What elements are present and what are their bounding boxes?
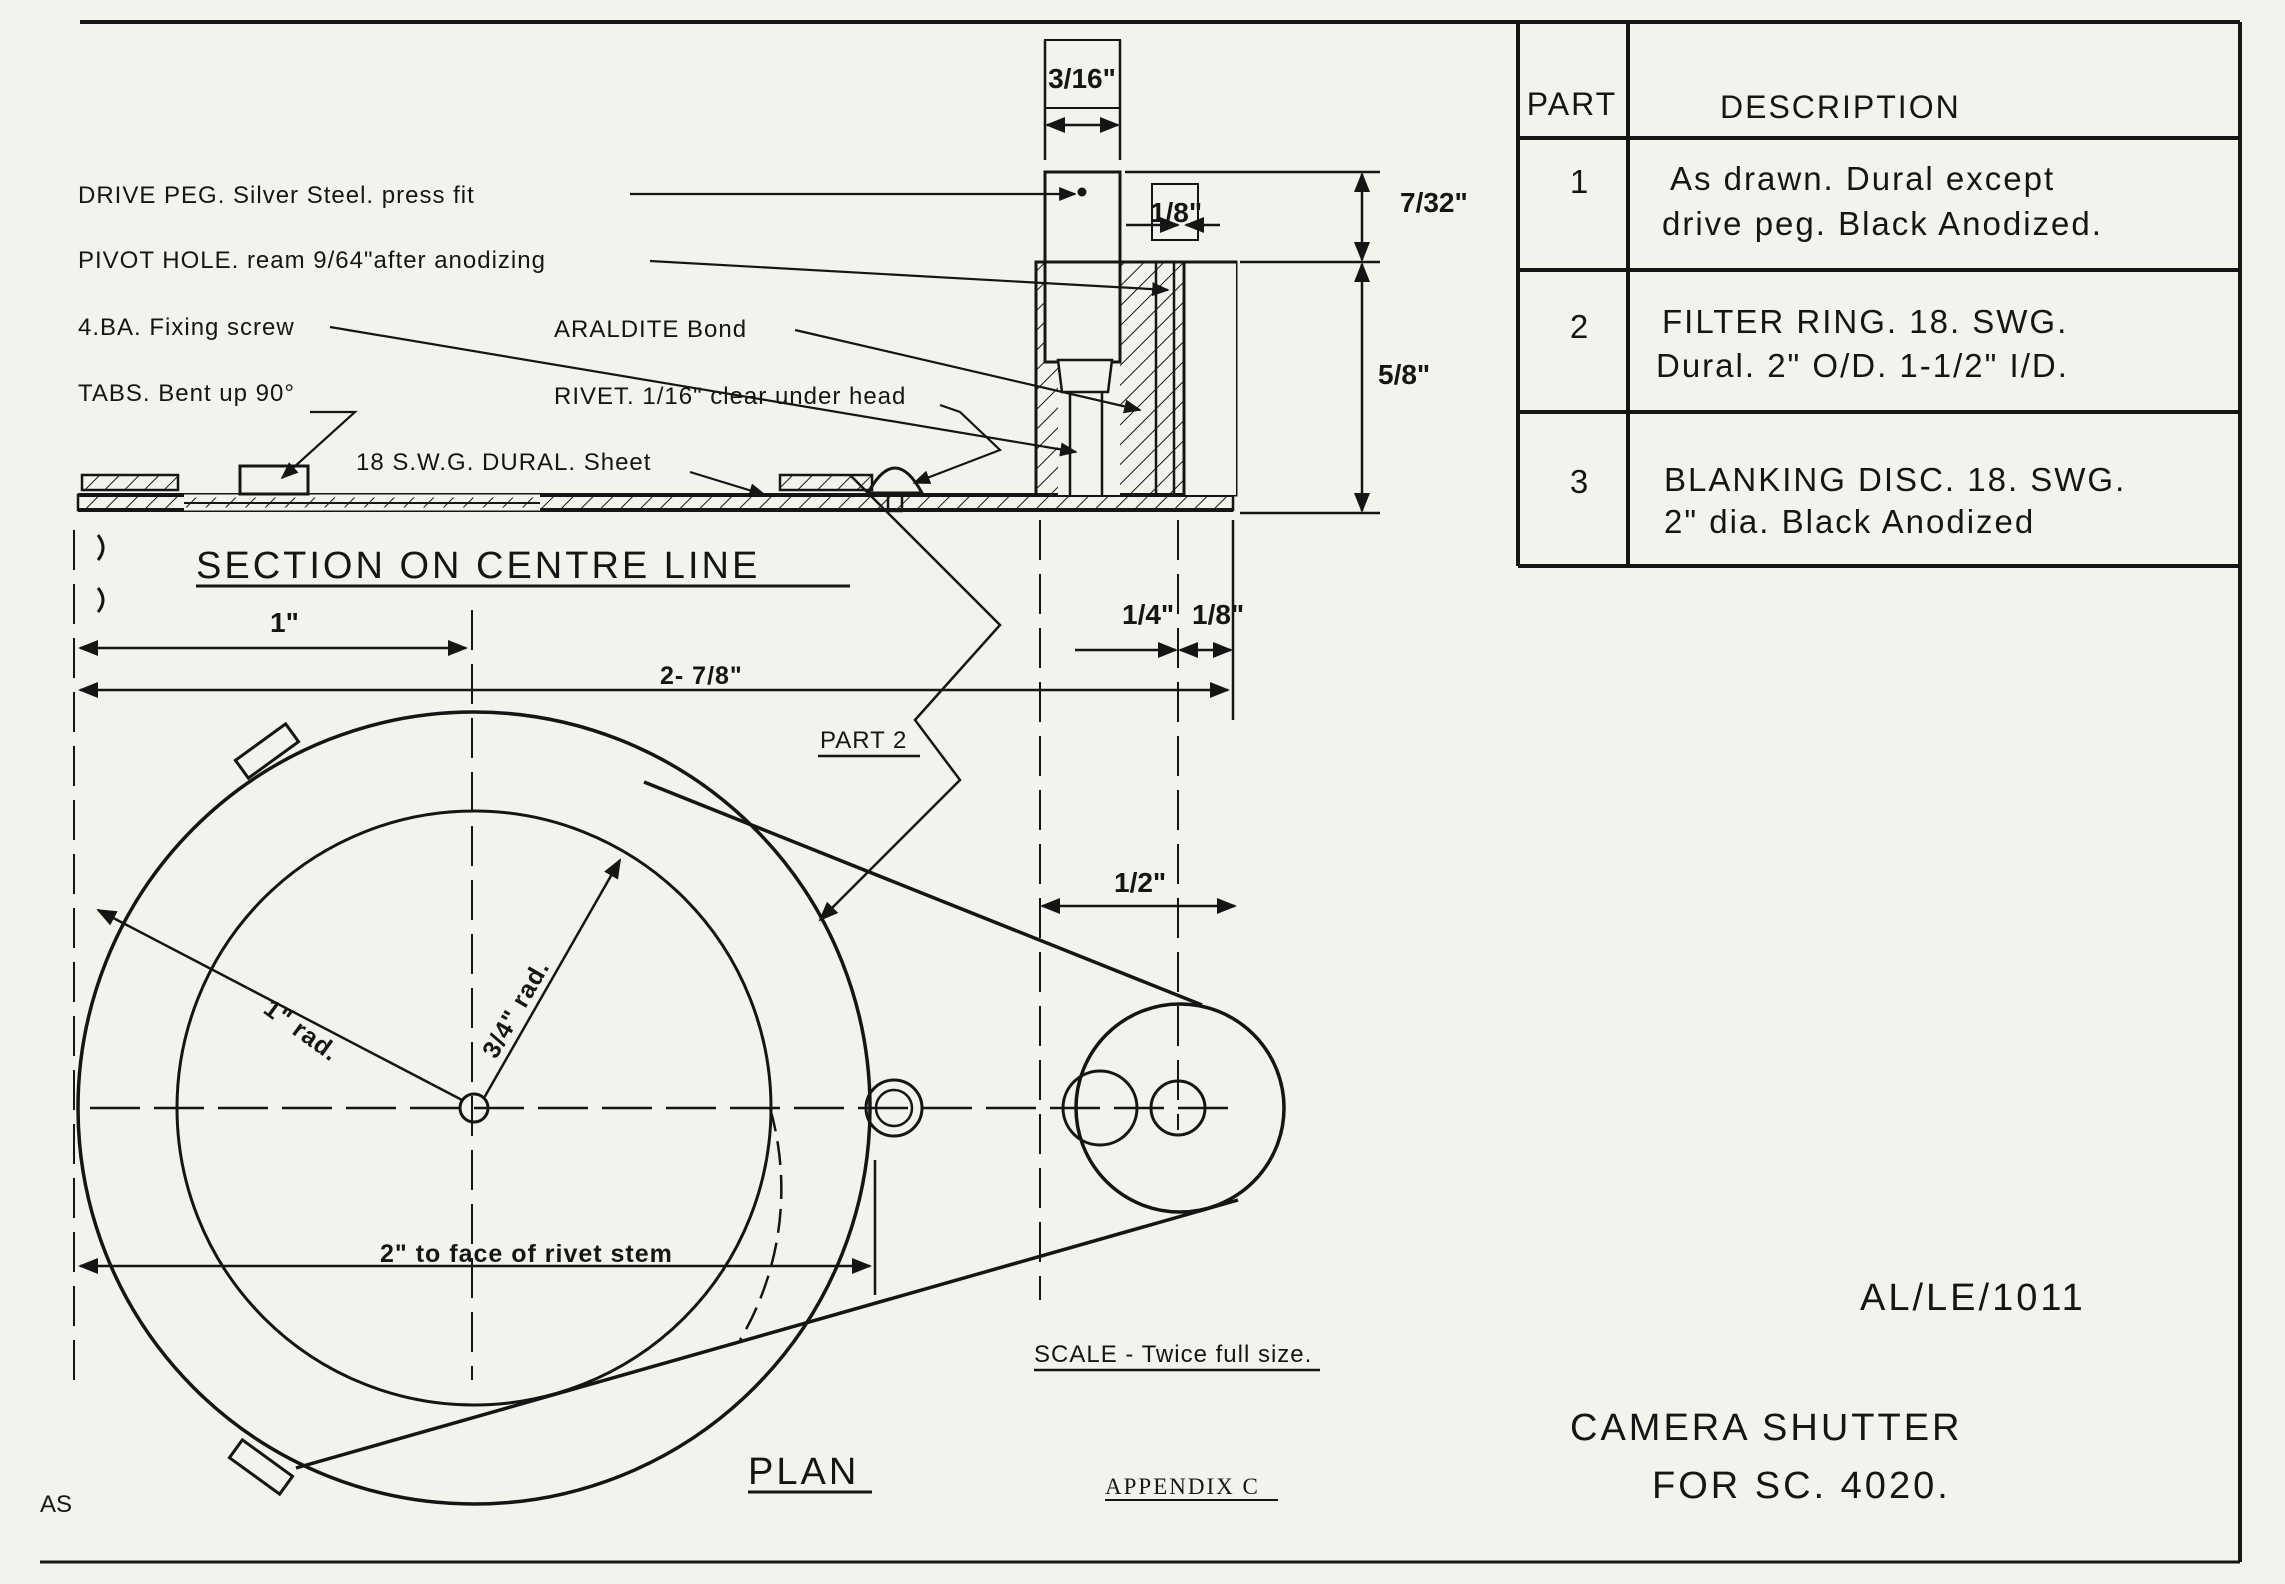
section-dimensions (1043, 39, 1380, 515)
part-number-1: 1 (1570, 163, 1590, 200)
part-1-line1: As drawn. Dural except (1670, 160, 2055, 197)
part-3-line1: BLANKING DISC. 18. SWG. (1664, 461, 2126, 498)
dim-peg-width: 3/16" (1048, 63, 1116, 94)
part-number-3: 3 (1570, 463, 1590, 500)
dim-inner-radius: 3/4" rad. (477, 955, 555, 1063)
part-1-line2: drive peg. Black Anodized. (1662, 205, 2103, 242)
label-fixing-screw: 4.BA. Fixing screw (78, 314, 295, 341)
part-2-line1: FILTER RING. 18. SWG. (1662, 303, 2068, 340)
part-number-2: 2 (1570, 308, 1590, 345)
label-pivot-hole: PIVOT HOLE. ream 9/64"after anodizing (78, 247, 546, 274)
dim-height: 5/8" (1378, 359, 1430, 390)
dim-wall-eighth: 1/8" (1150, 197, 1202, 228)
label-part-2: PART 2 (820, 727, 907, 754)
plan-dimensions (73, 520, 1237, 1380)
leader-lines (280, 186, 1170, 498)
drawing-number: AL/LE/1011 (1860, 1277, 2086, 1319)
scale-note: SCALE - Twice full size. (1034, 1341, 1312, 1368)
dim-to-rivet: 2" to face of rivet stem (380, 1240, 673, 1268)
sheet-border (40, 20, 2242, 1564)
dim-eighth: 1/8" (1192, 599, 1244, 630)
dim-quarter: 1/4" (1122, 599, 1174, 630)
label-drive-peg: DRIVE PEG. Silver Steel. press fit (78, 182, 475, 209)
appendix-label: APPENDIX C (1105, 1474, 1260, 1499)
table-header-description: DESCRIPTION (1720, 89, 1961, 125)
plan-view (76, 474, 1286, 1506)
plan-title: PLAN (748, 1451, 859, 1493)
dim-two-seven-eighths: 2- 7/8" (660, 662, 743, 690)
label-tabs: TABS. Bent up 90° (78, 380, 295, 407)
table-header-part: PART (1527, 86, 1617, 122)
title-line-1: CAMERA SHUTTER (1570, 1407, 1962, 1449)
part-3-line2: 2" dia. Black Anodized (1664, 503, 2035, 540)
section-title: SECTION ON CENTRE LINE (196, 545, 760, 587)
part-2-line2: Dural. 2" O/D. 1-1/2" I/D. (1656, 347, 2069, 384)
dim-half: 1/2" (1114, 867, 1166, 898)
label-dural-sheet: 18 S.W.G. DURAL. Sheet (356, 449, 651, 476)
label-araldite: ARALDITE Bond (554, 316, 747, 343)
parts-table: PART DESCRIPTION 1 As drawn. Dural excep… (1516, 22, 2240, 568)
title-line-2: FOR SC. 4020. (1652, 1465, 1951, 1507)
label-rivet: RIVET. 1/16" clear under head (554, 383, 906, 410)
dim-top: 7/32" (1400, 187, 1468, 218)
drawer-initials: AS (40, 1491, 72, 1518)
dim-one-inch: 1" (270, 607, 299, 638)
